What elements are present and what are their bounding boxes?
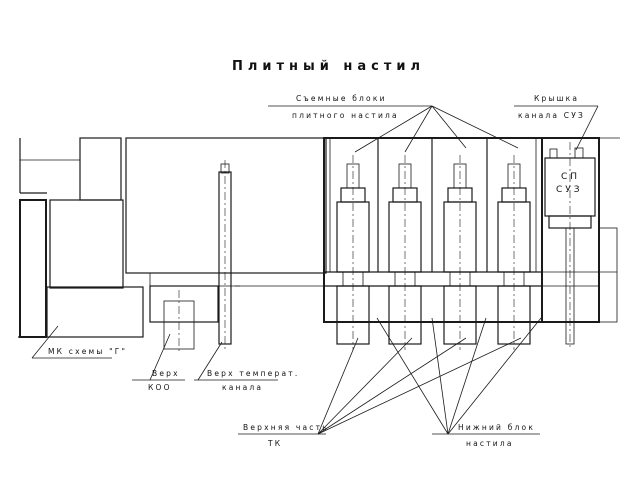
cover-label-line1: Крышка [534,94,579,103]
cover-callout: Крышка канала СУЗ [514,94,599,151]
upper-tk-label-line2: ТК [267,439,282,448]
top-koo-label-line1: Верх [152,369,180,378]
removable-blocks-label-line1: Съемные блоки [296,94,387,103]
slab-block-4 [497,155,531,350]
control-channel: СП СУЗ [541,137,620,350]
upper-tk-callout: Верхняя часть ТК [238,337,522,448]
top-koo-label-line2: КОО [148,383,172,392]
top-temp-label-line2: канала [222,383,263,392]
top-temp-label-line1: Верх температ. [207,369,299,378]
removable-blocks-area [323,137,543,350]
sp-label: СП [561,172,580,182]
top-temp-callout: Верх температ. канала [194,341,299,392]
top-koo-callout: Верх КОО [132,333,185,392]
mk-callout: МК схемы "Г" [31,325,127,359]
lower-block-label-line2: настила [466,439,514,448]
left-structure [18,137,144,338]
lower-block-label-line1: Нижний блок [458,423,535,432]
middle-structure [125,137,327,354]
slab-block-1 [336,155,370,350]
mk-label: МК схемы "Г" [48,347,127,356]
lower-block-callout: Нижний блок настила [376,317,542,448]
slab-block-3 [443,155,477,350]
removable-blocks-label-line2: плитного настила [292,111,399,120]
upper-tk-label-line1: Верхняя часть [243,423,329,432]
suz-label: СУЗ [556,185,583,195]
slab-block-2 [388,155,422,350]
removable-blocks-callout: Съемные блоки плитного настила [268,94,519,153]
diagram-title: Плитный настил [232,59,425,74]
cover-label-line2: канала СУЗ [518,111,585,120]
